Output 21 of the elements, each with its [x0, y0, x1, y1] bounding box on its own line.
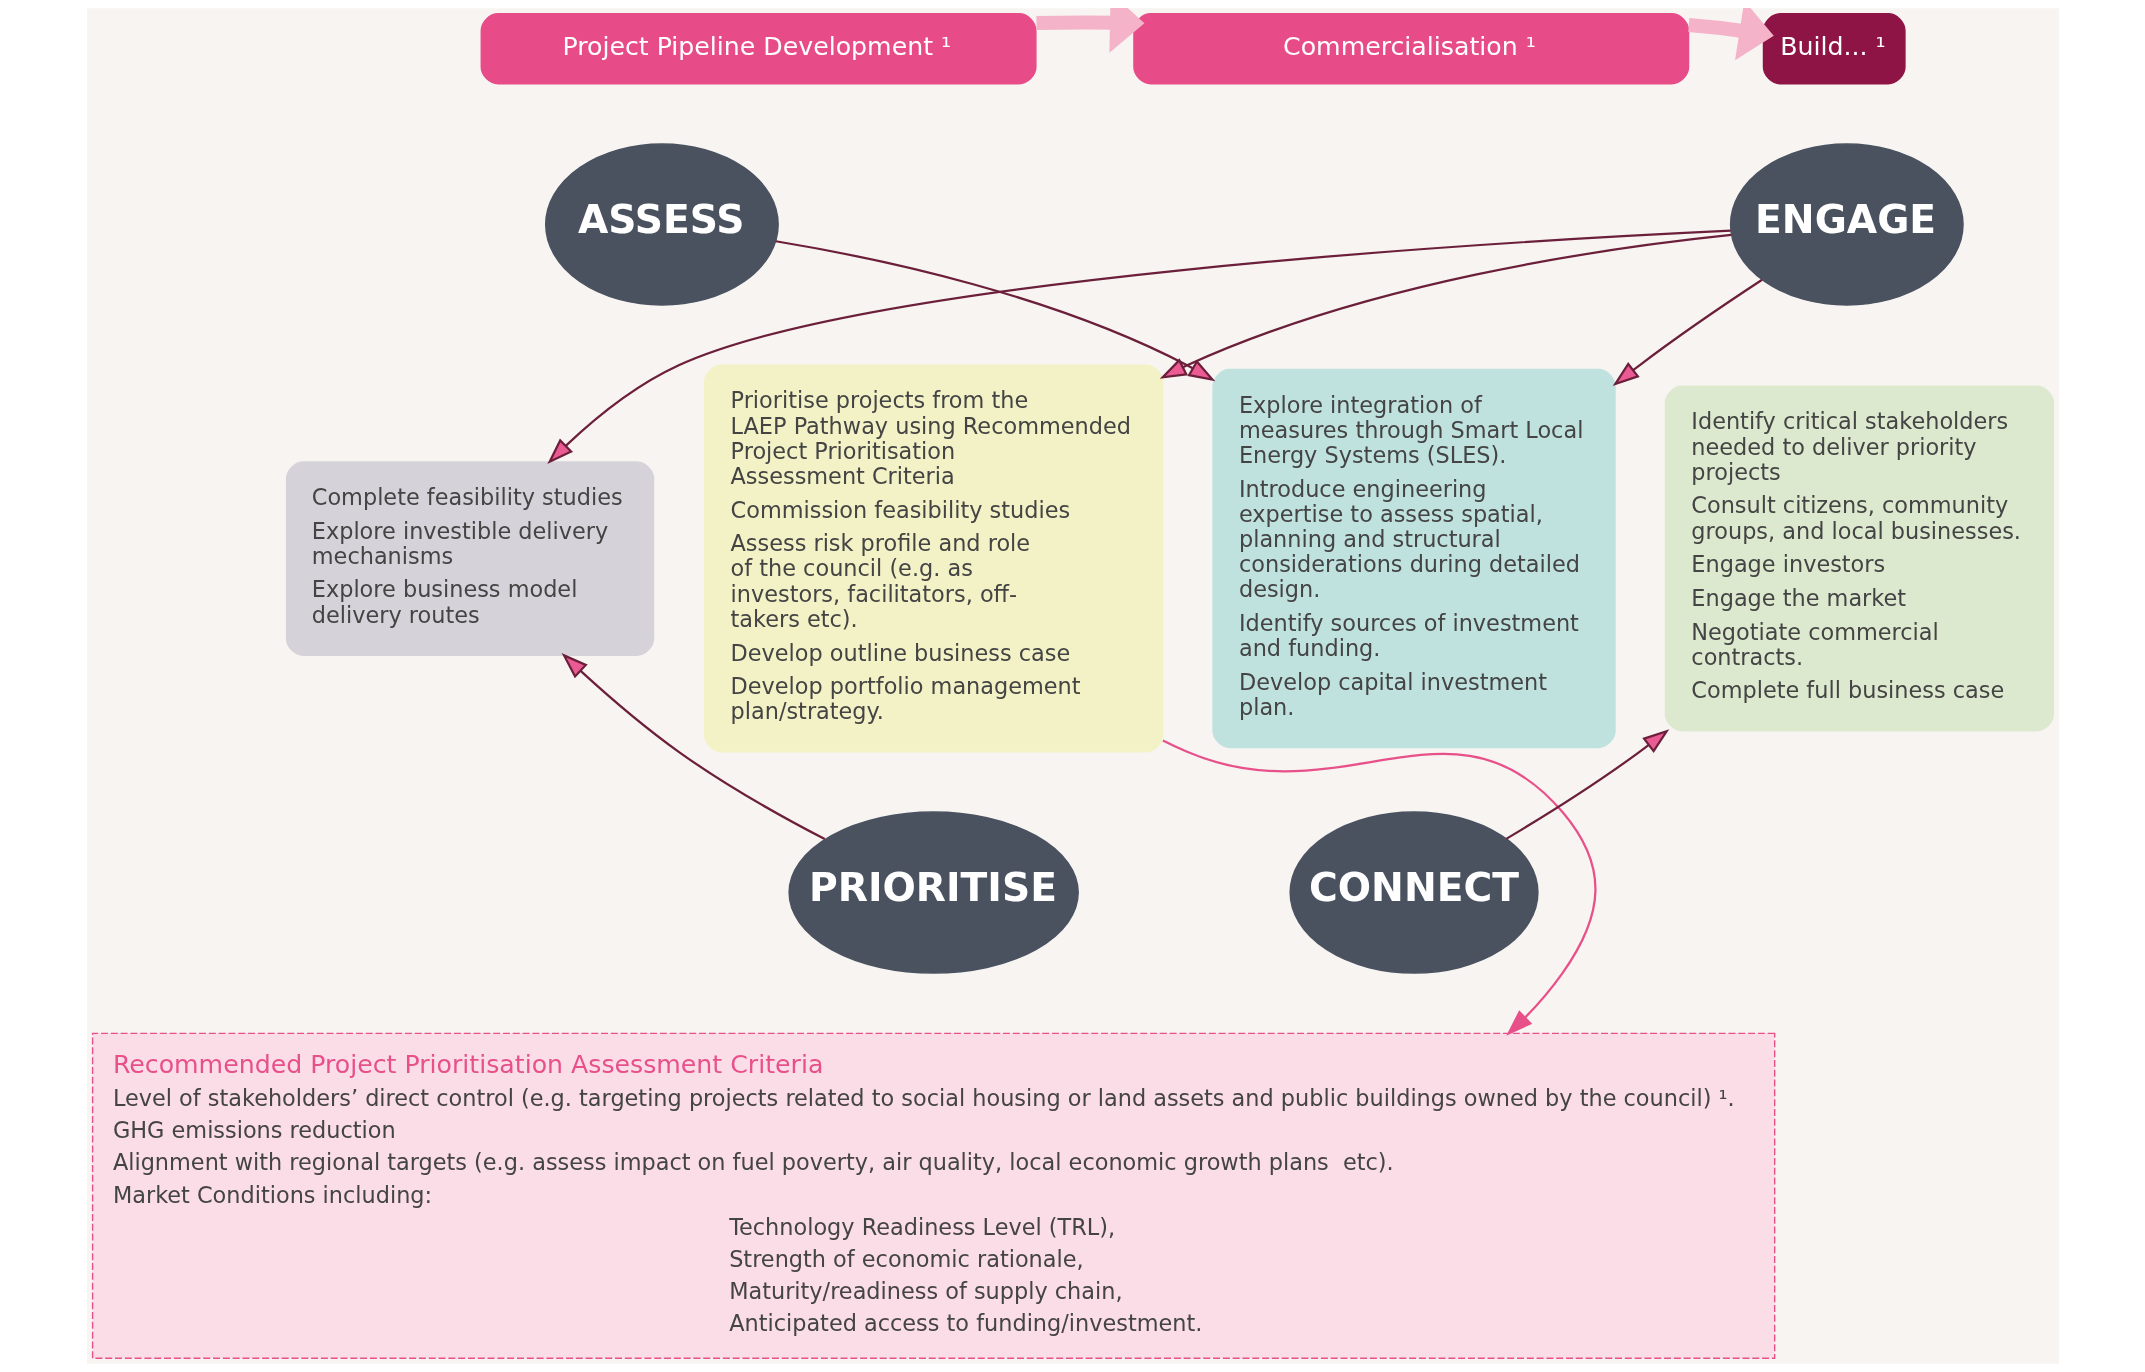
arrow — [546, 229, 1731, 465]
arrow — [561, 653, 825, 841]
arrow — [1035, 8, 1144, 53]
arrow — [1161, 739, 1596, 1036]
arrow — [1159, 233, 1731, 379]
node-ellipse: ENGAGE — [1729, 143, 1964, 306]
arrow — [775, 240, 1215, 382]
node-box: Identify critical stakeholders needed to deliver priority projects Consult citizens, community groups, and local businesses. Engage investors Engage the market Negotiate commercial contracts. Complete full business case — [1664, 385, 2054, 732]
node-ellipse: PRIORITISE — [787, 811, 1079, 974]
node-ellipse: CONNECT — [1288, 811, 1539, 974]
node-box: Explore integration of measures through Smart Local Energy Systems (SLES). Introduce engineering expertise to assess spatial, planning and structural considerations during detailed design. Identify sources of investment and funding. Develop capital investment plan. — [1211, 368, 1616, 749]
node-box: Project Pipeline Development ¹ — [480, 13, 1037, 85]
node-box: Recommended Project Prioritisation Assessment Criteria Level of stakeholders’ direct control (e.g. targeting projects related to social housing or land assets and public buildings owned by the council) ¹. GHG emissions reduction Alignment with regional targets (e.g. assess impact on fuel poverty, air quality, local economic growth plans etc). Market Conditions including: Technology Readiness Level (TRL), Strength of economic rationale, Maturity/readiness of supply chain, Anticipated access to funding/investment. — [91, 1032, 1775, 1359]
node-box: Prioritise projects from the LAEP Pathway using Recommended Project Prioritisation Assessment Criteria Commission feasibility studies Assess risk profile and role of the council (e.g. as investors, facilitators, off-takers etc). Develop outline business case Develop portfolio management plan/strategy. — [703, 364, 1163, 753]
node-box: Commercialisation ¹ — [1132, 13, 1689, 85]
arrow — [1687, 8, 1774, 61]
arrow — [1505, 729, 1669, 840]
node-box: Build... ¹ — [1762, 13, 1906, 85]
node-ellipse: ASSESS — [544, 143, 779, 306]
node-box: Complete feasibility studies Explore investible delivery mechanisms Explore business model delivery routes — [285, 461, 654, 656]
arrow — [1612, 278, 1763, 386]
